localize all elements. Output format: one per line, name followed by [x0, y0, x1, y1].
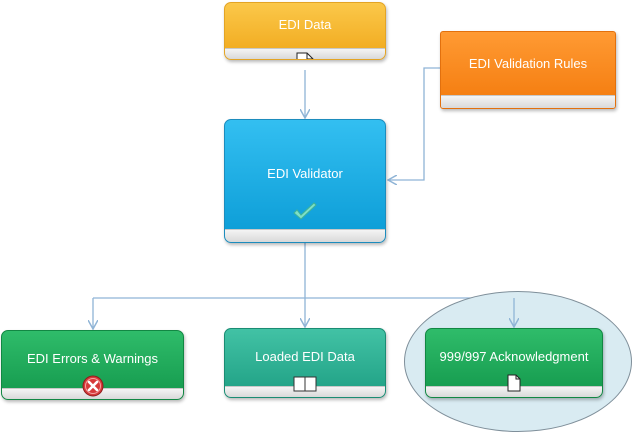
document-icon: [296, 52, 314, 59]
node-label: 999/997 Acknowledgment: [439, 349, 589, 364]
node-999-997-acknowledgment[interactable]: 999/997 Acknowledgment: [425, 328, 603, 398]
document-icon: [507, 374, 521, 395]
node-edi-errors-warnings[interactable]: EDI Errors & Warnings: [1, 330, 184, 400]
open-book-icon: [293, 376, 317, 395]
node-label: EDI Data: [278, 17, 332, 32]
node-loaded-edi-data[interactable]: Loaded EDI Data: [224, 328, 386, 398]
error-x-icon: [82, 375, 104, 399]
node-label: EDI Validator: [267, 166, 343, 181]
node-label: EDI Errors & Warnings: [27, 351, 158, 366]
edge-rules-to-validator: [389, 67, 440, 180]
node-label: Loaded EDI Data: [255, 349, 355, 364]
node-edi-data[interactable]: EDI Data: [224, 2, 386, 60]
node-label: EDI Validation Rules: [468, 56, 588, 71]
checkmark-icon: [292, 202, 318, 225]
node-edi-validation-rules[interactable]: EDI Validation Rules: [440, 31, 616, 109]
node-edi-validator[interactable]: EDI Validator: [224, 119, 386, 243]
